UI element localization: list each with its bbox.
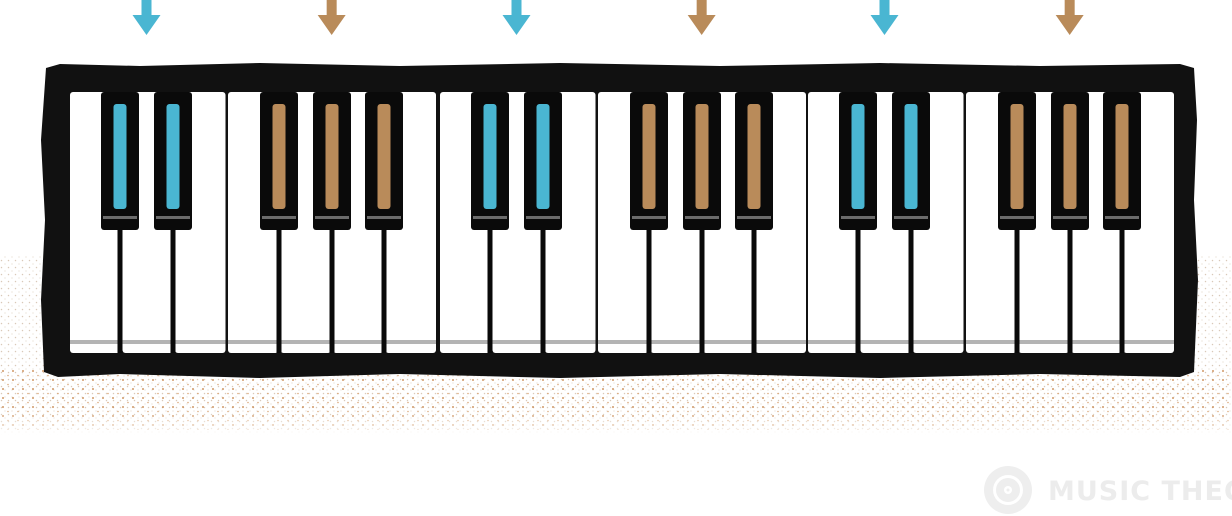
black-key bbox=[735, 92, 773, 353]
key-highlight-brown bbox=[642, 104, 656, 209]
black-key bbox=[998, 92, 1036, 353]
key-highlight-brown bbox=[1063, 104, 1077, 209]
black-key bbox=[839, 92, 877, 353]
watermark: MUSIC THEORY bbox=[980, 462, 1232, 516]
key-highlight-brown bbox=[272, 104, 286, 209]
black-key bbox=[101, 92, 139, 353]
key-highlight-brown bbox=[747, 104, 761, 209]
black-key bbox=[1051, 92, 1089, 353]
down-arrow-icon bbox=[1055, 0, 1084, 35]
black-key bbox=[683, 92, 721, 353]
black-key bbox=[630, 92, 668, 353]
key-highlight-blue bbox=[166, 104, 180, 209]
key-highlight-blue bbox=[483, 104, 497, 209]
black-key bbox=[524, 92, 562, 353]
key-highlight-brown bbox=[377, 104, 391, 209]
key-highlight-blue bbox=[851, 104, 865, 209]
arrow-row bbox=[132, 0, 1084, 35]
black-key bbox=[1103, 92, 1141, 353]
black-key bbox=[471, 92, 509, 353]
key-highlight-brown bbox=[1010, 104, 1024, 209]
black-key bbox=[365, 92, 403, 353]
key-highlight-brown bbox=[1115, 104, 1129, 209]
down-arrow-icon bbox=[687, 0, 716, 35]
key-highlight-blue bbox=[904, 104, 918, 209]
black-key bbox=[260, 92, 298, 353]
down-arrow-icon bbox=[317, 0, 346, 35]
down-arrow-icon bbox=[132, 0, 161, 35]
keyboard bbox=[41, 63, 1198, 378]
key-highlight-blue bbox=[113, 104, 127, 209]
down-arrow-icon bbox=[870, 0, 899, 35]
black-keys bbox=[101, 92, 1141, 353]
key-highlight-brown bbox=[695, 104, 709, 209]
key-highlight-brown bbox=[325, 104, 339, 209]
watermark-text: MUSIC THEORY bbox=[1048, 476, 1232, 507]
vinyl-record-icon bbox=[984, 466, 1032, 514]
down-arrow-icon bbox=[502, 0, 531, 35]
black-key bbox=[154, 92, 192, 353]
black-key bbox=[313, 92, 351, 353]
black-key bbox=[892, 92, 930, 353]
key-highlight-blue bbox=[536, 104, 550, 209]
